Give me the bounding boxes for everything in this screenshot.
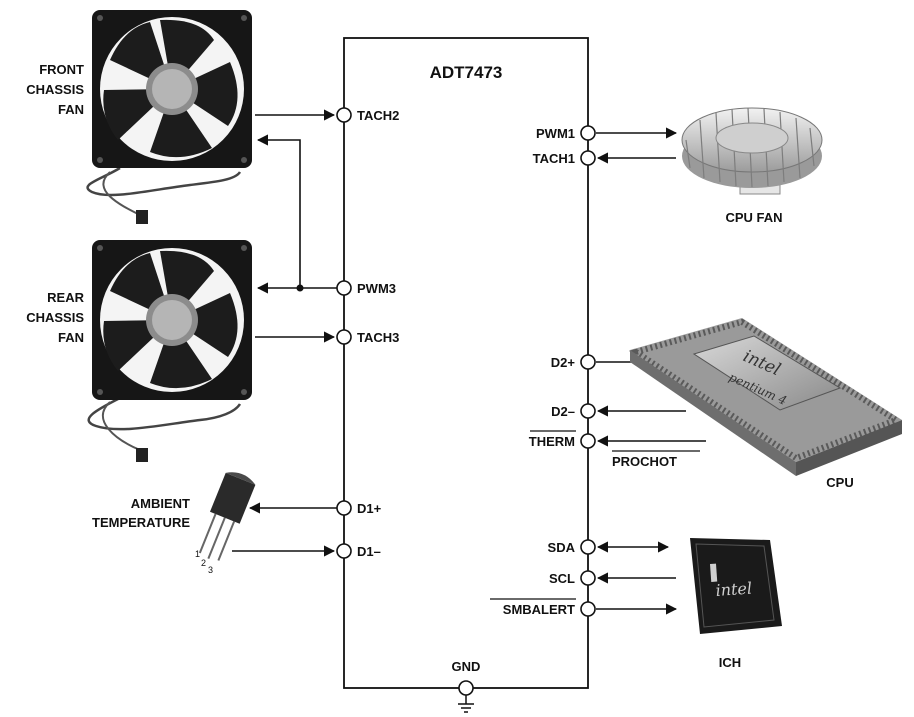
svg-text:PWM3: PWM3 [357,281,396,296]
transistor-sensor: 1 2 3 [194,468,258,575]
ich-label: ICH [719,655,741,670]
pin-pwm1: PWM1 [536,126,595,141]
svg-text:AMBIENT: AMBIENT [131,496,190,511]
ambient-label: AMBIENT TEMPERATURE [92,496,190,530]
pin-tach2: TACH2 [337,108,399,123]
wire-pwm3-front [258,140,300,288]
pin-d1-minus: D1– [337,544,381,559]
pin-scl: SCL [549,571,595,586]
svg-text:D1+: D1+ [357,501,382,516]
svg-text:D2–: D2– [551,404,575,419]
pin-d1-plus: D1+ [337,501,382,516]
front-fan-label: FRONT CHASSIS FAN [26,62,84,117]
svg-text:CHASSIS: CHASSIS [26,82,84,97]
svg-text:SMBALERT: SMBALERT [503,602,575,617]
svg-text:CHASSIS: CHASSIS [26,310,84,325]
svg-text:1: 1 [195,549,200,559]
svg-text:D1–: D1– [357,544,381,559]
ground-symbol [458,695,474,712]
pin-d2-minus: D2– [551,404,595,419]
pin-smbalert: SMBALERT [490,599,595,617]
pin-therm: THERM [529,431,595,449]
svg-text:REAR: REAR [47,290,84,305]
svg-text:TACH3: TACH3 [357,330,399,345]
rear-chassis-fan [89,240,252,462]
ich-chip: intel [690,538,782,634]
pin-d2-plus: D2+ [551,355,595,370]
svg-text:SDA: SDA [548,540,576,555]
cpu-label: CPU [826,475,853,490]
pin-pwm3: PWM3 [337,281,396,296]
svg-text:FRONT: FRONT [39,62,84,77]
svg-text:THERM: THERM [529,434,575,449]
svg-text:FAN: FAN [58,330,84,345]
svg-text:2: 2 [201,558,206,568]
svg-text:TACH1: TACH1 [533,151,575,166]
ich-marking: intel [715,578,753,599]
svg-text:3: 3 [208,565,213,575]
prochot-label: PROCHOT [612,451,700,469]
svg-text:PROCHOT: PROCHOT [612,454,677,469]
gnd-label: GND [452,659,481,674]
pin-tach1: TACH1 [533,151,595,166]
rear-fan-label: REAR CHASSIS FAN [26,290,84,345]
svg-text:D2+: D2+ [551,355,576,370]
gnd-pin [459,681,473,695]
pwm3-junction [297,285,304,292]
cpu-fan-heatsink [682,108,822,194]
svg-text:TEMPERATURE: TEMPERATURE [92,515,190,530]
svg-text:TACH2: TACH2 [357,108,399,123]
cpu-fan-label: CPU FAN [725,210,782,225]
front-chassis-fan [88,10,252,224]
chip-title: ADT7473 [430,63,503,82]
svg-text:SCL: SCL [549,571,575,586]
pin-tach3: TACH3 [337,330,399,345]
svg-text:PWM1: PWM1 [536,126,575,141]
svg-text:FAN: FAN [58,102,84,117]
pin-sda: SDA [548,540,595,555]
cpu-chip: intel pentium 4 [630,318,902,476]
